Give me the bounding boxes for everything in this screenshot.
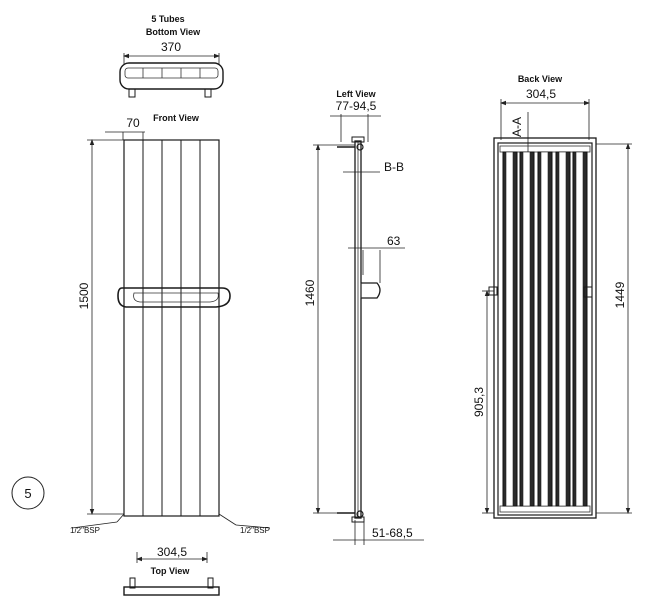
back-width-dimension: 304,5	[526, 87, 556, 101]
left-view: Left View 77-94,5 1460 B-B 63	[303, 89, 424, 545]
top-width-dimension: 304,5	[157, 545, 187, 559]
bottom-cap	[351, 516, 365, 523]
badge-tube-count: 5	[24, 486, 31, 501]
bottom-width-dimension: 370	[161, 40, 181, 54]
connection-label-right: 1/2"BSP	[240, 526, 270, 535]
bracket-dimension: 63	[387, 234, 401, 248]
back-view: Back View 304,5 A-A 1449	[472, 74, 632, 519]
left-depth-dimension: 77-94,5	[336, 99, 377, 113]
towel-rail-inner	[133, 292, 219, 303]
bottom-view: 5 Tubes Bottom View 370	[119, 14, 224, 98]
top-valve-left	[129, 577, 136, 589]
front-height-dimension: 1500	[77, 282, 91, 309]
top-cap	[351, 136, 365, 143]
top-header	[499, 145, 591, 153]
section-a-a-label: A-A	[510, 117, 524, 137]
tube-width-dimension: 70	[126, 116, 140, 130]
top-view-title: Top View	[151, 566, 191, 576]
bottom-view-inner	[124, 67, 219, 79]
badge-circle	[11, 476, 45, 510]
back-height-dimension: 1449	[613, 281, 627, 308]
top-valve-right	[207, 577, 214, 589]
back-frame-inner	[497, 142, 593, 516]
towel-rail	[117, 287, 231, 308]
bleed-valve	[356, 143, 364, 151]
bottom-valve-right	[204, 88, 212, 98]
left-height-dimension: 1460	[303, 279, 317, 306]
rail-bracket-right	[583, 286, 593, 298]
bottom-valve-left	[128, 88, 136, 98]
bottom-view-title-line2: Bottom View	[146, 27, 201, 37]
bracket-height-dimension: 905,3	[472, 387, 486, 417]
radiator-body	[123, 139, 220, 517]
section-b-b-label: B-B	[384, 160, 404, 174]
back-view-title: Back View	[518, 74, 563, 84]
bottom-header	[499, 505, 591, 513]
front-view-title: Front View	[153, 113, 200, 123]
bottom-valve	[356, 510, 364, 518]
top-view: 304,5 Top View	[123, 545, 220, 596]
tube-count-badge: 5	[11, 476, 45, 510]
connection-label-left: 1/2"BSP	[70, 526, 100, 535]
towel-rail-bracket	[361, 282, 381, 299]
bottom-view-outline	[119, 62, 224, 90]
back-frame-outline	[493, 137, 597, 519]
bottom-depth-dimension: 51-68,5	[372, 526, 413, 540]
front-view: Front View 70 1500 1/2"BSP 1/2"BSP	[70, 113, 271, 535]
bottom-view-title-line1: 5 Tubes	[151, 14, 184, 24]
top-view-outline	[123, 586, 220, 596]
left-view-title: Left View	[336, 89, 376, 99]
